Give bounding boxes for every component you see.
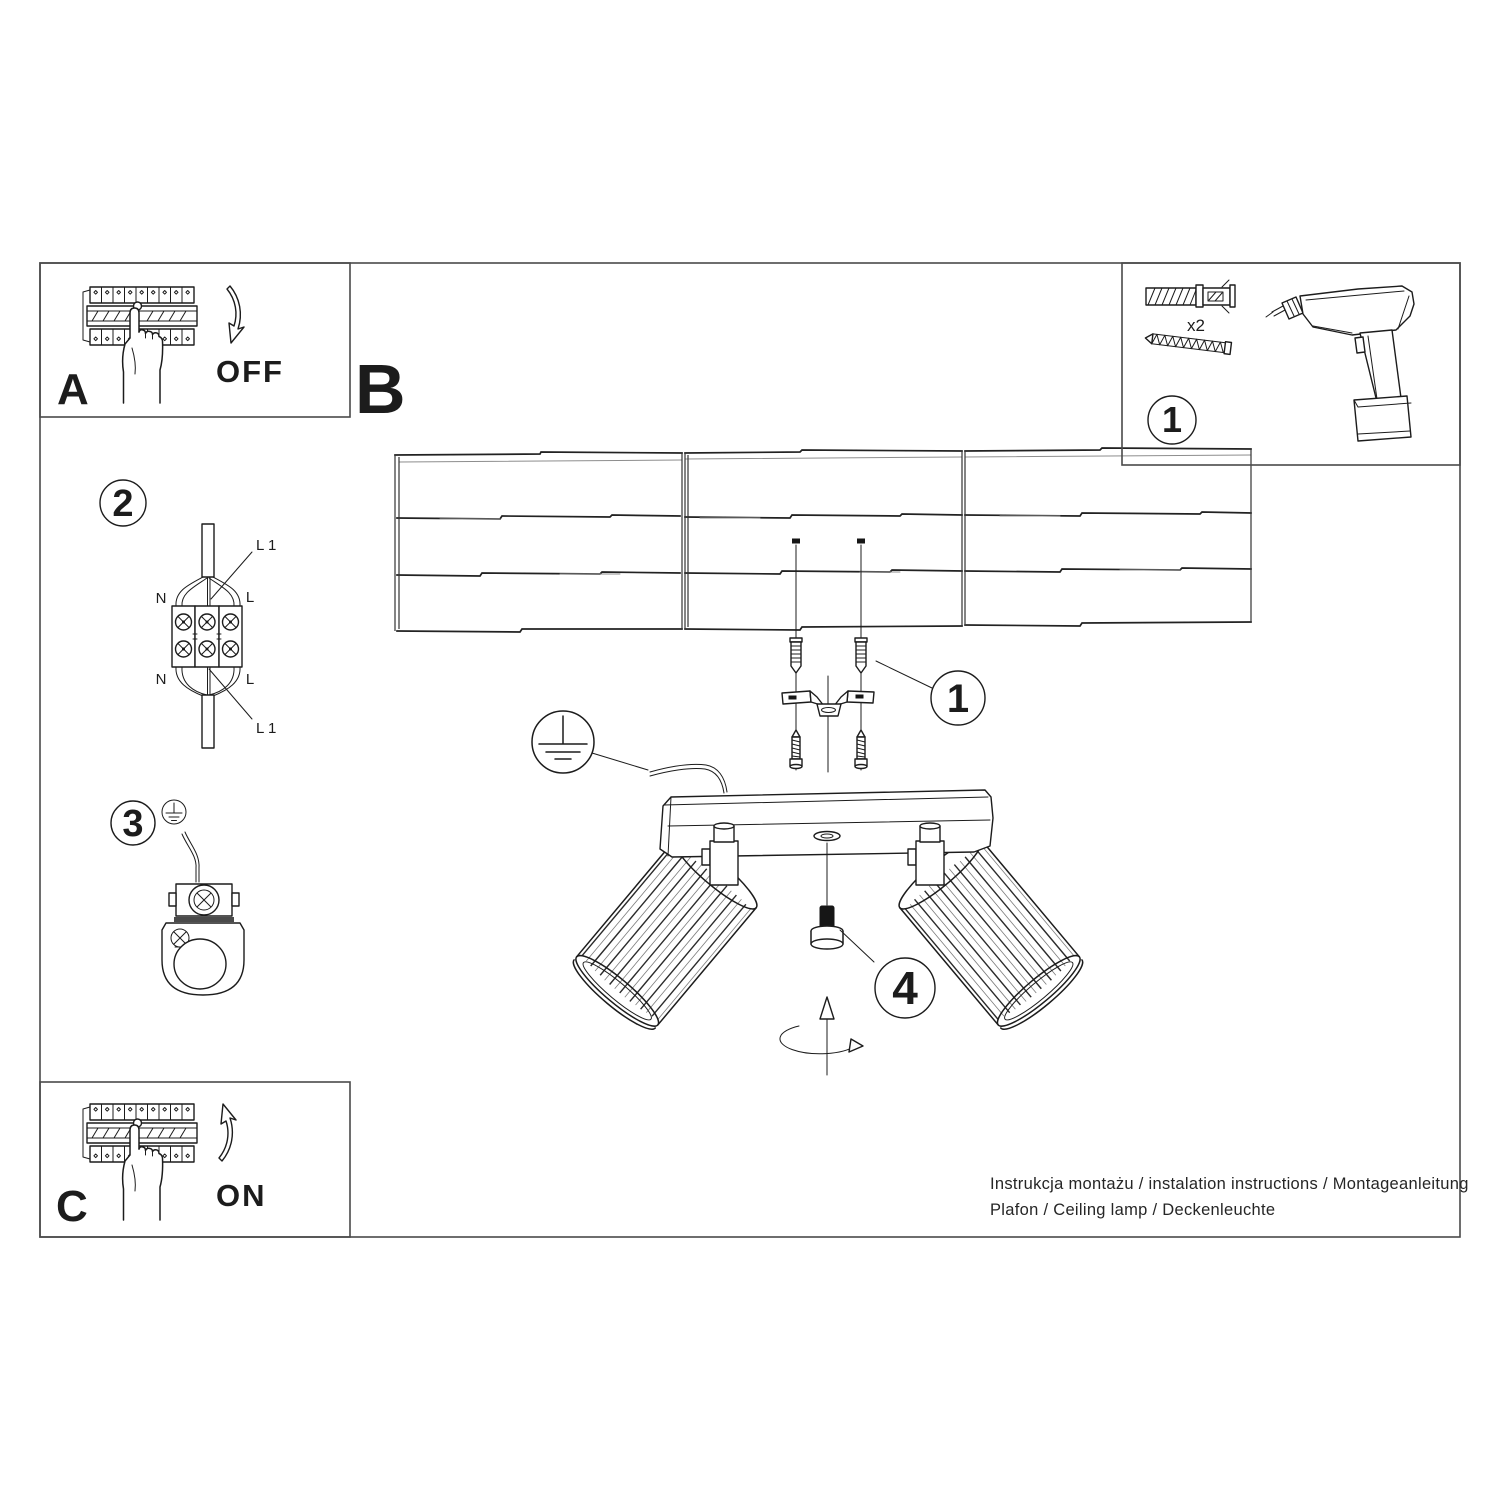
center-hole — [813, 830, 841, 842]
bracket-screw-left — [789, 729, 803, 770]
quantity-label: x2 — [1187, 316, 1205, 335]
bracket-callout-number: 1 — [947, 677, 969, 721]
label-n-top: N — [156, 590, 167, 607]
ground-bracket — [161, 922, 245, 996]
label-l1-top: L 1 — [256, 537, 276, 554]
l1-top-leader — [210, 551, 253, 600]
wall-plug-right — [854, 637, 868, 674]
bracket-callout: 1 — [875, 660, 986, 726]
step-a-letter: A — [57, 365, 89, 414]
main-frame — [39, 262, 1461, 1238]
earth-symbol — [531, 710, 595, 774]
tools-step-number: 1 — [1162, 399, 1182, 440]
arrow-up-icon — [218, 1103, 237, 1162]
drill-icon — [1265, 285, 1415, 442]
off-label: OFF — [216, 354, 284, 389]
label-l-top: L — [246, 589, 254, 606]
ground-lead — [591, 752, 728, 794]
step-a-box: A OFF — [39, 262, 351, 418]
adjust-callout-number: 4 — [892, 962, 918, 1014]
ground-wire — [181, 831, 200, 883]
ground-terminal — [168, 883, 240, 922]
label-n-bottom: N — [156, 671, 167, 688]
screw-icon — [1144, 333, 1233, 356]
ceiling-panel — [394, 447, 1252, 633]
label-l1-bottom: L 1 — [256, 720, 276, 737]
cable-top — [201, 523, 215, 578]
rotation-arrow-icon — [779, 996, 864, 1076]
adjust-screw — [810, 842, 844, 950]
wires-top — [175, 576, 241, 607]
step-b-label: B — [355, 350, 406, 428]
wiring-diagram: 2 N L — [99, 479, 276, 749]
bracket-screw-right — [854, 729, 868, 770]
step-c-box: C ON — [39, 1081, 351, 1238]
l1-bottom-leader — [208, 668, 253, 720]
terminal-block — [171, 605, 243, 668]
wiring-callout-number: 2 — [112, 483, 133, 525]
footer-line-2: Plafon / Ceiling lamp / Deckenleuchte — [990, 1201, 1275, 1219]
adjust-callout: 4 — [839, 929, 936, 1019]
arrow-down-icon — [226, 285, 245, 344]
footer-text: Instrukcja montażu / instalation instruc… — [990, 1175, 1469, 1219]
wall-plug-left — [789, 637, 803, 674]
on-label: ON — [216, 1178, 267, 1213]
footer-line-1: Instrukcja montażu / instalation instruc… — [990, 1175, 1469, 1193]
cable-bottom — [201, 694, 215, 749]
wires-bottom — [175, 666, 241, 697]
mounting-hardware: 1 — [781, 538, 986, 773]
tools-box: x2 1 — [1121, 262, 1461, 466]
lamp-base — [659, 789, 994, 858]
ground-assembly: 3 — [110, 799, 245, 996]
wall-plug-icon — [1145, 279, 1236, 314]
earth-symbol-small — [161, 799, 187, 825]
step-c-letter: C — [56, 1182, 88, 1231]
ground-callout-number: 3 — [122, 803, 143, 845]
mounting-bracket — [781, 690, 875, 717]
label-l-bottom: L — [246, 671, 254, 688]
